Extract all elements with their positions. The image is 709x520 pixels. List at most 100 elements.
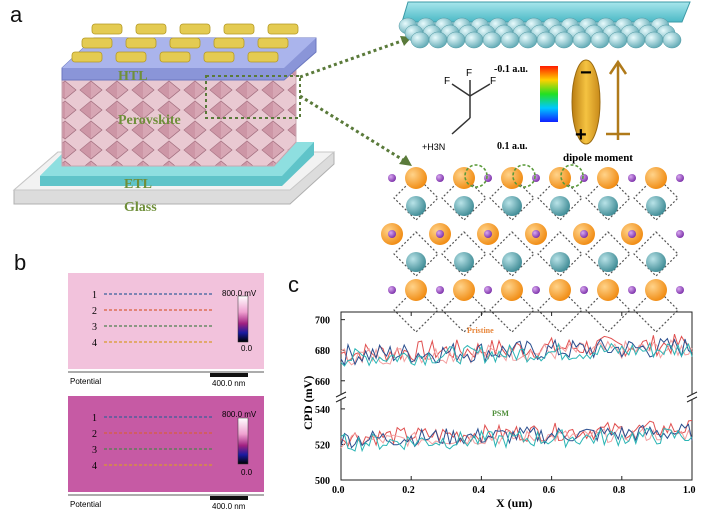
surface-hemisphere [572, 31, 592, 49]
panel-label-b: b [14, 250, 27, 275]
surface-hemisphere [536, 31, 556, 49]
layer-label-glass: Glass [124, 200, 157, 215]
dipole-moment-label: dipole moment [563, 152, 633, 164]
surface-hemisphere [554, 31, 574, 49]
octahedron-outline [537, 175, 583, 221]
cation-sphere [645, 167, 667, 189]
layer-label-perovskite: Perovskite [118, 113, 181, 128]
octahedron-outline [441, 287, 487, 333]
cation-sphere [645, 279, 667, 301]
perovskite-lattice [381, 164, 684, 333]
panel-label-c: c [288, 272, 299, 297]
surface-slab [398, 1, 691, 49]
colorbar-top-label: -0.1 a.u. [494, 64, 528, 75]
halide-sphere [532, 230, 540, 238]
octahedron-outline [441, 175, 487, 221]
halide-sphere [676, 174, 684, 182]
metal-sphere [550, 196, 570, 216]
surface-hemisphere [428, 31, 448, 49]
cation-sphere [597, 279, 619, 301]
octahedron-outline [441, 231, 487, 277]
molecule [451, 80, 491, 135]
halide-sphere [628, 286, 636, 294]
arrow-to-surface [299, 36, 411, 79]
metal-sphere [646, 196, 666, 216]
octahedron-outline [633, 287, 679, 333]
panel-label-a: a [10, 2, 23, 27]
halide-sphere [676, 230, 684, 238]
halide-sphere [436, 230, 444, 238]
surface-hemisphere [626, 31, 646, 49]
esp-colorbar [540, 66, 558, 122]
halide-sphere [532, 174, 540, 182]
cation-sphere [453, 279, 475, 301]
gold-electrodes [71, 23, 299, 63]
metal-sphere [502, 196, 522, 216]
dipole-arrow-icon [606, 59, 630, 140]
metal-sphere [454, 196, 474, 216]
layer-label-htl: HTL [118, 69, 148, 84]
surface-hemisphere [608, 31, 628, 49]
cation-sphere [501, 167, 523, 189]
halide-sphere [484, 174, 492, 182]
surface-hemisphere [518, 31, 538, 49]
surface-hemisphere [662, 31, 682, 49]
surface-hemisphere [410, 31, 430, 49]
halide-sphere [484, 230, 492, 238]
octahedron-outline [633, 231, 679, 277]
octahedron-outline [537, 231, 583, 277]
halide-sphere [436, 286, 444, 294]
octahedron-outline [393, 287, 439, 333]
octahedron-outline [393, 175, 439, 221]
halide-sphere [388, 286, 396, 294]
octahedron-outline [489, 175, 535, 221]
colorbar-bottom-label: 0.1 a.u. [497, 141, 528, 152]
octahedron-outline [585, 287, 631, 333]
surface-hemisphere [590, 31, 610, 49]
halide-sphere [628, 230, 636, 238]
surface-hemisphere [446, 31, 466, 49]
halide-sphere [676, 286, 684, 294]
dipole-ellipse [571, 59, 601, 145]
cation-sphere [597, 167, 619, 189]
surface-hemisphere [464, 31, 484, 49]
halide-sphere [388, 230, 396, 238]
octahedron-outline [585, 175, 631, 221]
molecule-f-top: F [466, 68, 472, 79]
cation-sphere [549, 167, 571, 189]
dipole-plus-sign: + [575, 124, 587, 146]
cation-sphere [549, 279, 571, 301]
dipole-minus-sign: − [580, 62, 592, 84]
halide-sphere [532, 286, 540, 294]
metal-sphere [406, 252, 426, 272]
surface-hemisphere [644, 31, 664, 49]
halide-sphere [484, 286, 492, 294]
octahedron-outline [537, 287, 583, 333]
octahedron-outline [393, 231, 439, 277]
anchor-site-highlight [512, 164, 536, 188]
halide-sphere [388, 174, 396, 182]
halide-sphere [580, 174, 588, 182]
molecule-f-left: F [444, 76, 450, 87]
cation-sphere [453, 167, 475, 189]
cation-sphere [405, 279, 427, 301]
surface-hemisphere [500, 31, 520, 49]
metal-sphere [454, 252, 474, 272]
metal-sphere [550, 252, 570, 272]
molecule-ammonium: +H3N [422, 142, 445, 152]
anchor-site-highlight [464, 164, 488, 188]
halide-sphere [580, 286, 588, 294]
cation-sphere [405, 167, 427, 189]
metal-sphere [406, 196, 426, 216]
octahedron-outline [489, 231, 535, 277]
octahedron-outline [585, 231, 631, 277]
octahedron-outline [633, 175, 679, 221]
halide-sphere [580, 230, 588, 238]
metal-sphere [646, 252, 666, 272]
cation-sphere [501, 279, 523, 301]
octahedron-outline [489, 287, 535, 333]
molecule-f-right: F [490, 76, 496, 87]
anchor-site-highlight [560, 164, 584, 188]
metal-sphere [598, 196, 618, 216]
